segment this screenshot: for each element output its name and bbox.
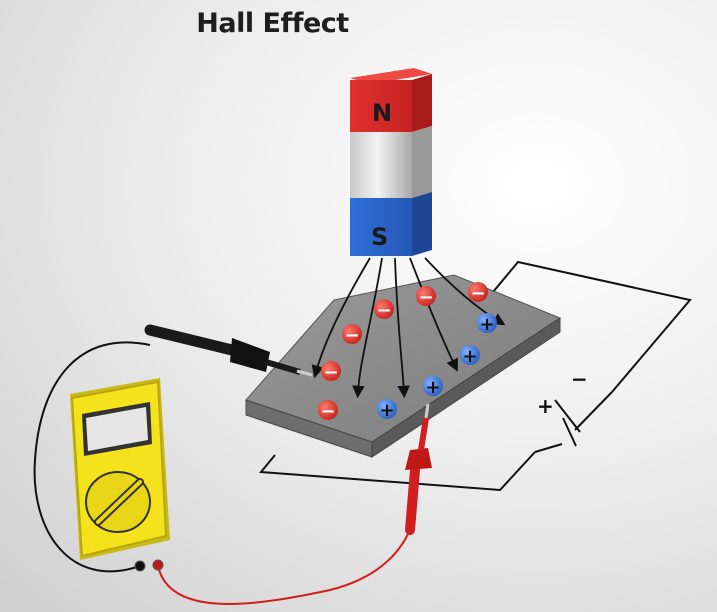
positive-charge: + (423, 376, 443, 398)
red-probe[interactable] (157, 403, 432, 605)
battery-plus-label: + (537, 394, 554, 418)
magnetic-field-lines (311, 257, 506, 399)
circuit-wire (259, 260, 692, 492)
negative-charges: − − − − − − (318, 282, 488, 422)
positive-charges: + + + + (377, 313, 497, 421)
black-probe[interactable] (33, 324, 313, 573)
svg-text:+: + (379, 400, 394, 421)
semiconductor-plate (245, 274, 562, 458)
negative-charge: − (374, 299, 394, 321)
multimeter-dial[interactable] (85, 471, 151, 533)
bar-magnet: N S (350, 68, 432, 256)
svg-text:+: + (462, 346, 477, 367)
svg-text:−: − (320, 401, 335, 422)
svg-text:−: − (344, 325, 359, 346)
red-jack (152, 559, 164, 571)
black-jack (134, 560, 146, 572)
multimeter (70, 378, 170, 572)
svg-text:−: − (470, 283, 485, 304)
multimeter-display (82, 402, 152, 456)
magnet-middle (350, 132, 412, 198)
svg-text:−: − (418, 287, 433, 308)
battery-minus-label: − (571, 367, 588, 391)
svg-text:−: − (323, 362, 338, 383)
svg-text:−: − (376, 300, 391, 321)
positive-charge: + (377, 399, 397, 421)
south-pole-label: S (371, 223, 388, 251)
positive-charge: + (477, 313, 497, 335)
svg-text:+: + (425, 377, 440, 398)
negative-charge: − (468, 282, 488, 304)
magnet-south-pole (350, 198, 412, 256)
negative-charge: − (342, 324, 362, 346)
positive-charge: + (460, 345, 480, 367)
negative-charge: − (321, 361, 341, 383)
negative-charge: − (318, 400, 338, 422)
battery-symbol: + − (537, 367, 588, 447)
negative-charge: − (416, 286, 436, 308)
north-pole-label: N (372, 99, 392, 127)
magnet-north-pole (350, 80, 412, 132)
svg-text:+: + (479, 314, 494, 335)
page-title: Hall Effect (196, 8, 349, 39)
